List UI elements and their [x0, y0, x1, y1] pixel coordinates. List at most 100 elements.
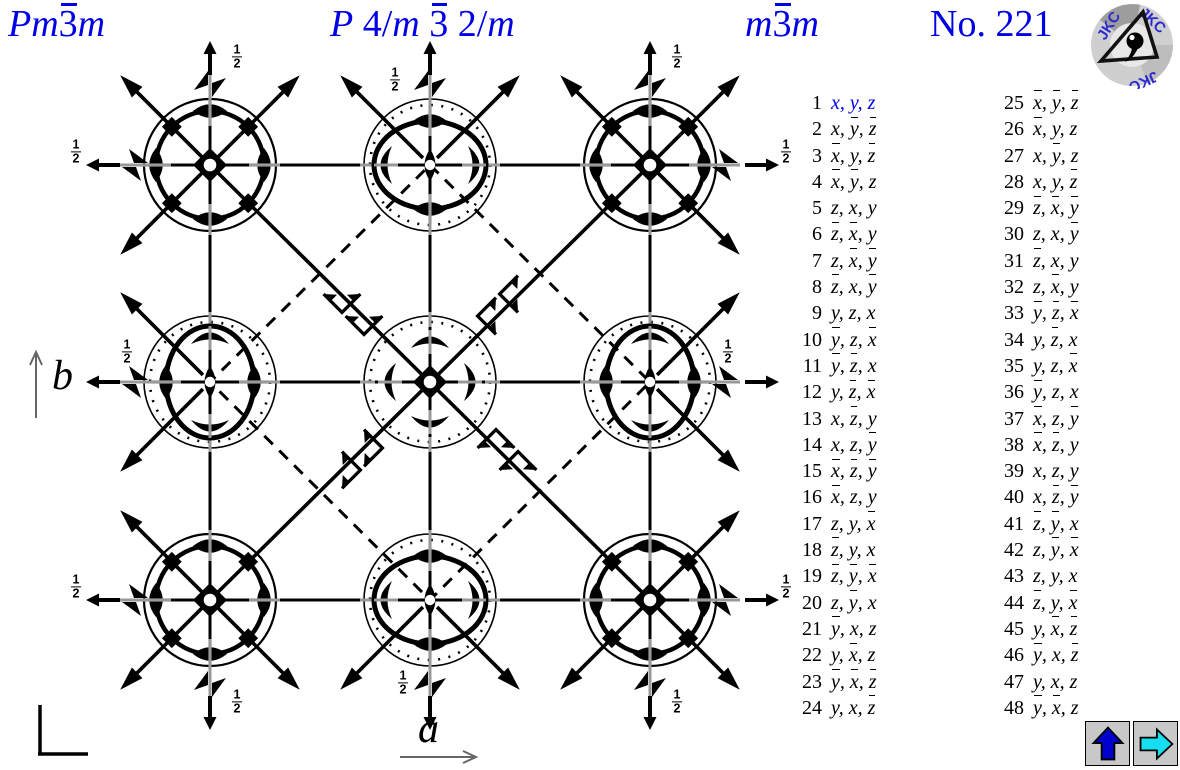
position-number: 12 — [802, 381, 822, 404]
position-coordinates: z, x, y — [831, 221, 877, 247]
position-coordinates: z, x, y — [831, 274, 877, 300]
position-coordinates: z, x, y — [1033, 248, 1079, 274]
position-coordinates: z, y, x — [1033, 590, 1077, 616]
position-number: 27 — [1004, 144, 1024, 167]
position-row[interactable]: 6 z, x, y — [792, 221, 877, 247]
up-arrow-icon — [1090, 725, 1125, 760]
position-number: 41 — [1004, 512, 1024, 535]
nav-next-button[interactable] — [1133, 721, 1178, 766]
position-coordinates: x, y, z — [1033, 142, 1079, 169]
axis-b-label: b — [52, 353, 73, 399]
position-coordinates: y, z, x — [831, 302, 876, 325]
position-row[interactable]: 25 x, y, z — [994, 90, 1079, 116]
position-number: 25 — [1004, 92, 1024, 114]
position-coordinates: x, y, z — [831, 116, 877, 142]
position-number: 15 — [802, 460, 822, 483]
position-number: 6 — [812, 223, 822, 246]
position-coordinates: z, y, x — [831, 590, 877, 616]
jkc-logo[interactable]: JKC JKC JKC — [1088, 1, 1176, 96]
position-coordinates: x, z, y — [831, 405, 877, 432]
position-coordinates: y, x, z — [831, 642, 875, 668]
nav-up-button[interactable] — [1085, 721, 1130, 766]
position-row[interactable]: 11 y, z, x — [792, 353, 877, 379]
position-number: 11 — [802, 354, 822, 377]
position-number: 33 — [1004, 302, 1024, 325]
position-coordinates: z, y, x — [1033, 511, 1079, 537]
position-coordinates: x, z, y — [1033, 405, 1079, 432]
hermann-mauguin-full: P 4/m 3 2/m — [330, 2, 515, 45]
position-number: 24 — [802, 696, 822, 719]
position-coordinates: x, y, z — [1033, 90, 1079, 116]
position-coordinates: x, z, y — [1033, 484, 1079, 510]
position-number: 30 — [1004, 223, 1024, 246]
position-number: 43 — [1004, 565, 1024, 588]
position-coordinates: z, x, y — [1033, 195, 1079, 221]
position-row[interactable]: 41 z, y, x — [994, 511, 1079, 537]
position-number: 34 — [1004, 328, 1024, 351]
position-row[interactable]: 27 x, y, z — [994, 142, 1079, 169]
position-number: 47 — [1004, 670, 1024, 693]
position-number: 35 — [1004, 354, 1024, 377]
position-coordinates: y, x, z — [831, 668, 877, 695]
position-coordinates: y, z, x — [831, 353, 877, 379]
position-number: 38 — [1004, 433, 1024, 456]
position-coordinates: z, x, y — [831, 197, 877, 220]
position-coordinates: x, y, z — [1033, 116, 1077, 142]
position-coordinates: z, y, x — [1033, 537, 1079, 563]
position-number: 37 — [1004, 407, 1024, 430]
position-row[interactable]: 37 x, z, y — [994, 405, 1079, 432]
position-coordinates: y, x, z — [831, 616, 877, 642]
position-number: 16 — [802, 486, 822, 509]
position-coordinates: y, x, z — [1033, 642, 1079, 668]
